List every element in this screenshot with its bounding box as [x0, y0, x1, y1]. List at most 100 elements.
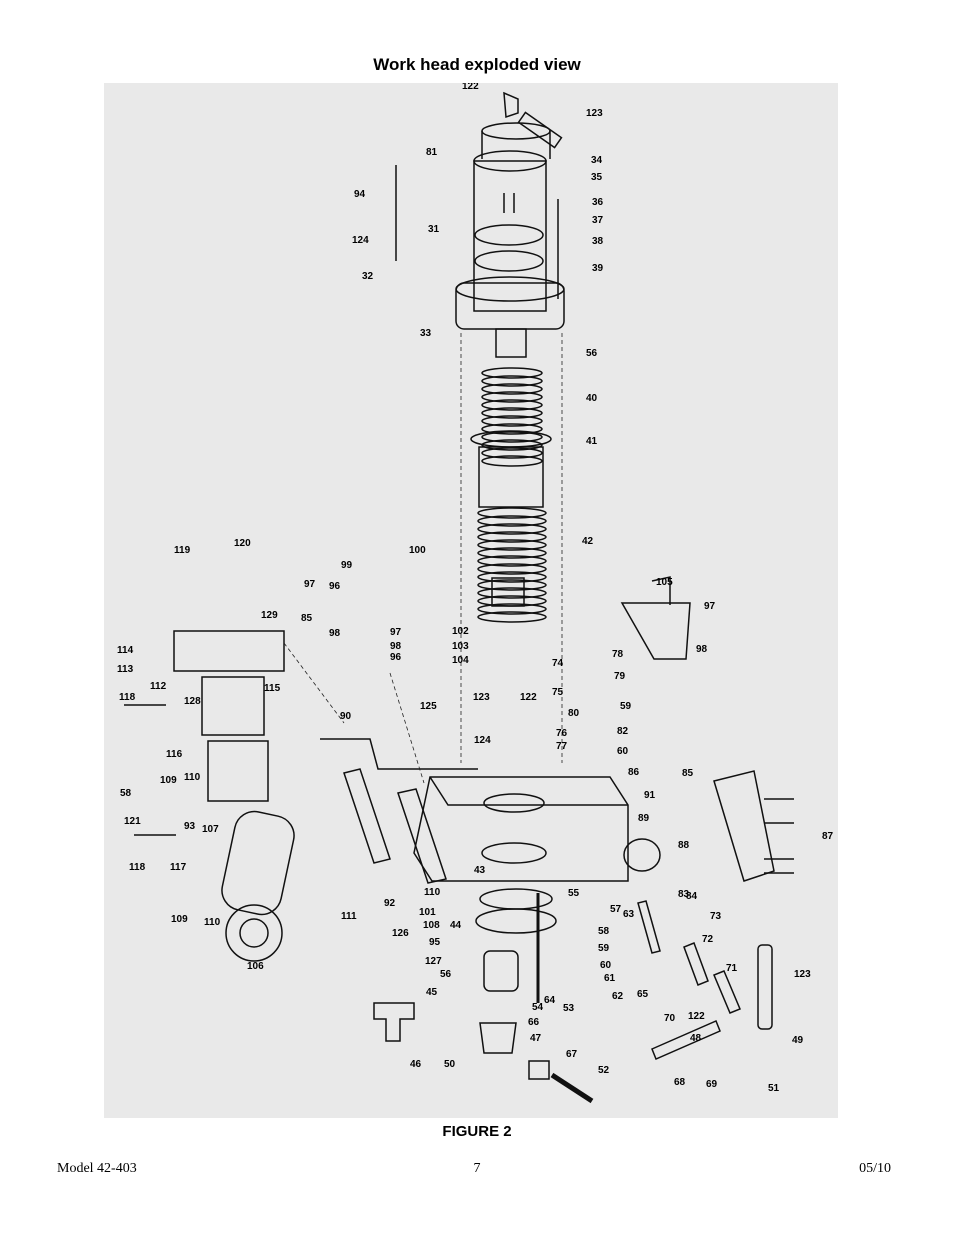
part-callout: 60 [617, 746, 629, 757]
part-callout: 45 [426, 987, 438, 998]
part-callout: 62 [612, 991, 624, 1002]
part-callout: 101 [419, 907, 436, 918]
footer-date: 05/10 [859, 1161, 891, 1176]
part-callout: 114 [117, 645, 134, 656]
part-callout: 120 [234, 538, 251, 549]
part-callout: 46 [410, 1059, 422, 1070]
part-callout: 96 [329, 581, 341, 592]
footer-model: Model 42-403 [57, 1161, 137, 1176]
part-callout: 124 [474, 735, 491, 746]
part-callout: 90 [340, 711, 352, 722]
part-callout: 82 [617, 726, 629, 737]
part-callout: 79 [614, 671, 626, 682]
part-callout: 57 [610, 904, 622, 915]
part-callout: 121 [124, 816, 141, 827]
part-callout: 122 [462, 83, 479, 92]
part-callout: 38 [592, 236, 604, 247]
part-callout: 56 [586, 348, 598, 359]
part-callout: 59 [620, 701, 632, 712]
part-callout: 104 [452, 655, 469, 666]
part-callout: 112 [150, 681, 167, 692]
part-callout: 93 [184, 821, 196, 832]
part-callout: 78 [612, 649, 624, 660]
part-callout: 103 [452, 641, 469, 652]
part-callout: 80 [568, 708, 580, 719]
part-callout: 109 [160, 775, 177, 786]
part-callout: 70 [664, 1013, 676, 1024]
part-callout: 33 [420, 328, 432, 339]
part-callout: 118 [119, 692, 136, 703]
part-callout: 129 [261, 610, 278, 621]
part-callout: 84 [686, 891, 698, 902]
part-callout: 117 [170, 862, 187, 873]
part-callout: 75 [552, 687, 564, 698]
part-callout: 47 [530, 1033, 542, 1044]
part-callout: 110 [424, 887, 441, 898]
part-callout: 85 [301, 613, 313, 624]
part-callout: 53 [563, 1003, 575, 1014]
part-callout: 102 [452, 626, 469, 637]
part-callout: 52 [598, 1065, 610, 1076]
part-callout: 31 [428, 224, 440, 235]
part-callout: 41 [586, 436, 598, 447]
part-callout: 36 [592, 197, 604, 208]
part-callout: 123 [794, 969, 811, 980]
part-callout: 106 [247, 961, 264, 972]
part-callout: 64 [544, 995, 556, 1006]
part-callout: 58 [598, 926, 610, 937]
part-callout: 63 [623, 909, 635, 920]
part-callout: 59 [598, 943, 610, 954]
part-callout: 50 [444, 1059, 456, 1070]
part-callout: 100 [409, 545, 426, 556]
part-callout: 122 [520, 692, 537, 703]
part-callout: 51 [768, 1083, 780, 1094]
part-callout: 44 [450, 920, 462, 931]
part-callout: 49 [792, 1035, 804, 1046]
part-callout: 108 [423, 920, 440, 931]
part-callout: 68 [674, 1077, 686, 1088]
part-callout: 127 [425, 956, 442, 967]
part-callout: 91 [644, 790, 656, 801]
part-callout: 76 [556, 728, 568, 739]
part-callout: 125 [420, 701, 437, 712]
part-callout: 81 [426, 147, 438, 158]
part-callout: 39 [592, 263, 604, 274]
part-callout: 119 [174, 545, 191, 556]
part-callout: 71 [726, 963, 738, 974]
part-callout: 97 [304, 579, 316, 590]
part-callout: 74 [552, 658, 564, 669]
part-callout: 105 [656, 577, 673, 588]
part-callout: 88 [678, 840, 690, 851]
part-callout: 98 [696, 644, 708, 655]
part-callout: 126 [392, 928, 409, 939]
part-callout: 107 [202, 824, 219, 835]
part-callout: 34 [591, 155, 603, 166]
part-callout: 56 [440, 969, 452, 980]
part-callout: 94 [354, 189, 366, 200]
part-callout: 116 [166, 749, 183, 760]
footer-page-number: 7 [473, 1161, 481, 1176]
part-callout: 40 [586, 393, 598, 404]
page-title: Work head exploded view [373, 55, 581, 74]
part-callout: 113 [117, 664, 134, 675]
part-callout: 72 [702, 934, 714, 945]
part-callout: 128 [184, 696, 201, 707]
part-callout: 85 [682, 768, 694, 779]
part-callout: 92 [384, 898, 396, 909]
part-callout: 83 [678, 889, 690, 900]
part-callout: 110 [204, 917, 221, 928]
part-callout: 96 [390, 652, 402, 663]
part-callout: 67 [566, 1049, 578, 1060]
part-callout: 87 [822, 831, 834, 842]
part-callout: 118 [129, 862, 146, 873]
part-callout: 98 [390, 641, 402, 652]
part-callout: 98 [329, 628, 341, 639]
part-callout: 99 [341, 560, 353, 571]
part-callout: 115 [264, 683, 281, 694]
part-callout: 48 [690, 1033, 702, 1044]
part-callout: 35 [591, 172, 603, 183]
part-callout: 37 [592, 215, 604, 226]
part-callout: 89 [638, 813, 650, 824]
